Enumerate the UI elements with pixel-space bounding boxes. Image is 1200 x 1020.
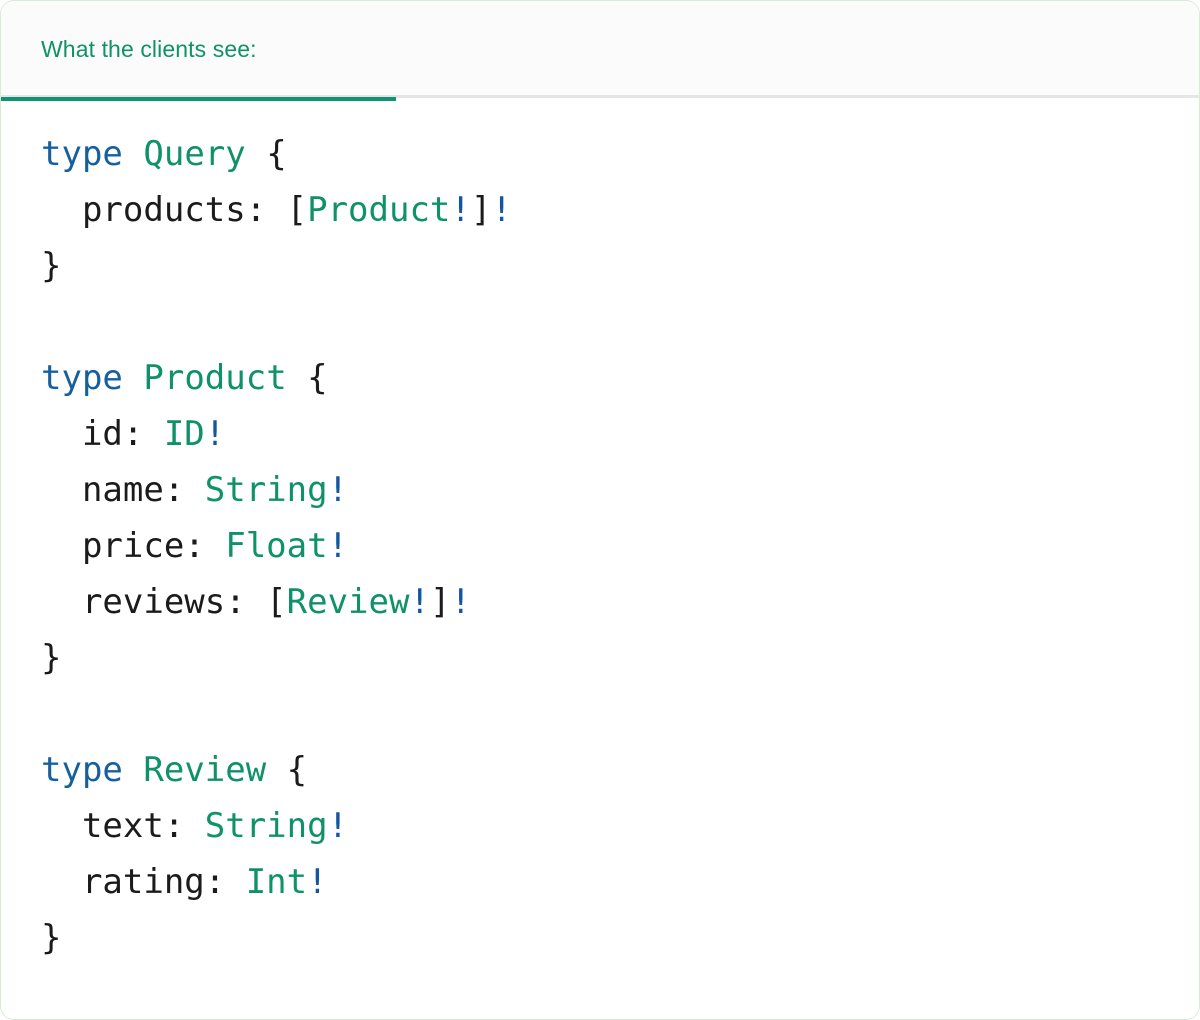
tab-strip: What the clients see:	[1, 1, 1199, 101]
code-token: }	[41, 638, 62, 678]
code-token: Int	[245, 862, 308, 902]
code-token: ]	[470, 190, 492, 230]
code-token	[123, 358, 143, 398]
code-token	[123, 750, 143, 790]
code-line: }	[41, 630, 1199, 686]
code-line: text: String!	[41, 798, 1199, 854]
code-token: text:	[41, 806, 205, 846]
code-token: !	[327, 526, 349, 566]
code-token: Review	[143, 750, 267, 790]
code-line: id: ID!	[41, 406, 1199, 462]
code-token: Review	[286, 582, 410, 622]
code-token: !	[327, 806, 349, 846]
code-token: Query	[143, 134, 246, 174]
code-line: type Review {	[41, 742, 1199, 798]
code-token: String	[204, 470, 328, 510]
code-token: Float	[225, 526, 328, 566]
code-token: id:	[41, 414, 164, 454]
code-line: reviews: [Review!]!	[41, 574, 1199, 630]
tab-what-the-clients-see[interactable]: What the clients see:	[1, 1, 396, 101]
code-token: ID	[163, 414, 205, 454]
code-token: Product	[143, 358, 287, 398]
graphql-schema-code[interactable]: type Query { products: [Product!]!} type…	[1, 126, 1199, 966]
code-token: }	[41, 246, 62, 286]
code-line: price: Float!	[41, 518, 1199, 574]
code-token: !	[307, 862, 328, 902]
code-line: name: String!	[41, 462, 1199, 518]
code-token: {	[266, 750, 308, 790]
code-token: type	[41, 134, 123, 174]
code-token: {	[245, 134, 287, 174]
code-line: }	[41, 238, 1199, 294]
code-token: !	[327, 470, 349, 510]
tab-active-underline	[1, 97, 396, 101]
code-line: type Query {	[41, 126, 1199, 182]
code-token: type	[41, 358, 123, 398]
code-token: !	[491, 190, 512, 230]
code-line	[41, 294, 1199, 350]
code-token: }	[41, 918, 62, 958]
code-token: !	[450, 190, 471, 230]
code-line	[41, 686, 1199, 742]
code-token: price:	[41, 526, 226, 566]
code-token: rating:	[41, 862, 246, 902]
code-line: type Product {	[41, 350, 1199, 406]
code-line: products: [Product!]!	[41, 182, 1199, 238]
code-panel: type Query { products: [Product!]!} type…	[1, 98, 1199, 1018]
code-token: String	[204, 806, 328, 846]
code-token: reviews: [	[41, 582, 287, 622]
code-token: name:	[41, 470, 205, 510]
code-token: {	[286, 358, 328, 398]
code-token: products: [	[41, 190, 308, 230]
code-token: !	[204, 414, 226, 454]
code-token: !	[450, 582, 471, 622]
code-token: type	[41, 750, 123, 790]
code-token: !	[409, 582, 430, 622]
code-token: Product	[307, 190, 451, 230]
code-line: rating: Int!	[41, 854, 1199, 910]
tab-label: What the clients see:	[41, 36, 257, 62]
code-line: }	[41, 910, 1199, 966]
code-token	[123, 134, 143, 174]
code-token: ]	[429, 582, 451, 622]
